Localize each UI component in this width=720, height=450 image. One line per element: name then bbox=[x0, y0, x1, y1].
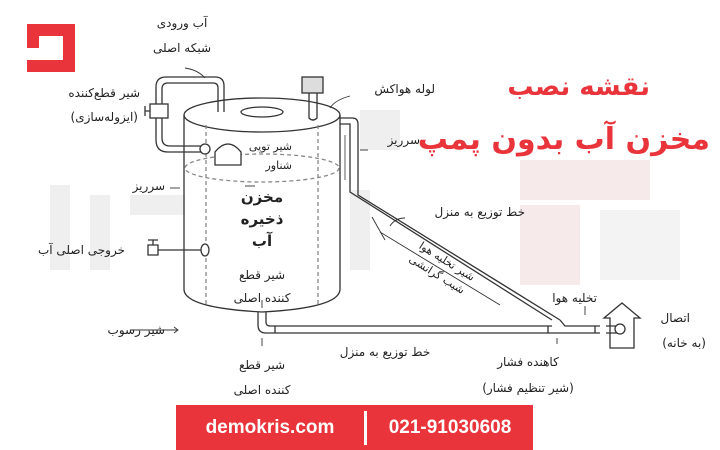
website-link[interactable]: demokris.com bbox=[205, 416, 335, 438]
label-main-outlet: خروجی اصلی آب bbox=[37, 243, 125, 257]
manhole-cover bbox=[240, 106, 284, 118]
inlet-pipe bbox=[155, 76, 225, 153]
label-sediment-valve: شیر رسوب bbox=[107, 323, 165, 337]
label-inlet-network: شبکه اصلی bbox=[152, 41, 212, 55]
house-connection-icon bbox=[614, 323, 626, 335]
float-valve-icon bbox=[214, 143, 242, 166]
label-distribution-top: خط توزیع به منزل bbox=[434, 205, 525, 219]
label-to-house: (به خانه) bbox=[662, 336, 706, 350]
label-shutoff-bottom: شیر قطع bbox=[238, 358, 286, 372]
water-tank bbox=[183, 97, 341, 313]
contact-banner: demokris.com 021-91030608 bbox=[176, 405, 533, 450]
label-shutoff-inner-2: کننده اصلی bbox=[233, 291, 291, 305]
label-storage: ذخیره bbox=[240, 210, 284, 228]
phone-number[interactable]: 021-91030608 bbox=[388, 416, 512, 438]
label-pressure-valve: (شیر تنظیم فشار) bbox=[482, 381, 574, 395]
label-shutoff-inner: شیر قطع bbox=[238, 268, 286, 282]
label-air-release: تخلیه هوا bbox=[552, 291, 597, 305]
label-float-valve: شیر توپی bbox=[248, 140, 292, 153]
label-shutoff-bottom-2: کننده اصلی bbox=[233, 383, 291, 397]
distribution-pipe bbox=[257, 312, 621, 334]
title-line-1: نقشه نصب bbox=[507, 72, 650, 102]
overflow-pipe bbox=[340, 117, 561, 321]
label-float: شناور bbox=[265, 159, 292, 172]
label-overflow-right: سرریز bbox=[387, 133, 420, 147]
vent-pipe bbox=[308, 93, 318, 121]
title-line-2: مخزن آب بدون پمپ bbox=[417, 122, 710, 157]
outlet-valve-icon bbox=[147, 239, 204, 256]
label-isolation-valve: شیر قطع‌کننده bbox=[68, 86, 140, 100]
banner-divider bbox=[364, 410, 367, 445]
watermark bbox=[50, 110, 680, 285]
demokris-logo-icon bbox=[27, 24, 75, 72]
label-water: آب bbox=[251, 232, 273, 250]
label-inlet: آب ورودی bbox=[156, 16, 208, 30]
inlet-valve-icon bbox=[199, 143, 211, 155]
label-isolation: (ایزوله‌سازی) bbox=[70, 110, 138, 124]
label-pressure-reducer: کاهنده فشار bbox=[497, 355, 559, 369]
house-icon bbox=[602, 302, 642, 349]
label-tank: مخزن bbox=[240, 188, 284, 206]
label-distribution-bottom: خط توزیع به منزل bbox=[339, 345, 431, 359]
vent-cap-icon bbox=[301, 76, 324, 94]
label-overflow-left: سرریز bbox=[132, 179, 165, 193]
label-connection: اتصال bbox=[660, 311, 690, 325]
label-vent-pipe: لوله هواکش bbox=[374, 82, 435, 96]
